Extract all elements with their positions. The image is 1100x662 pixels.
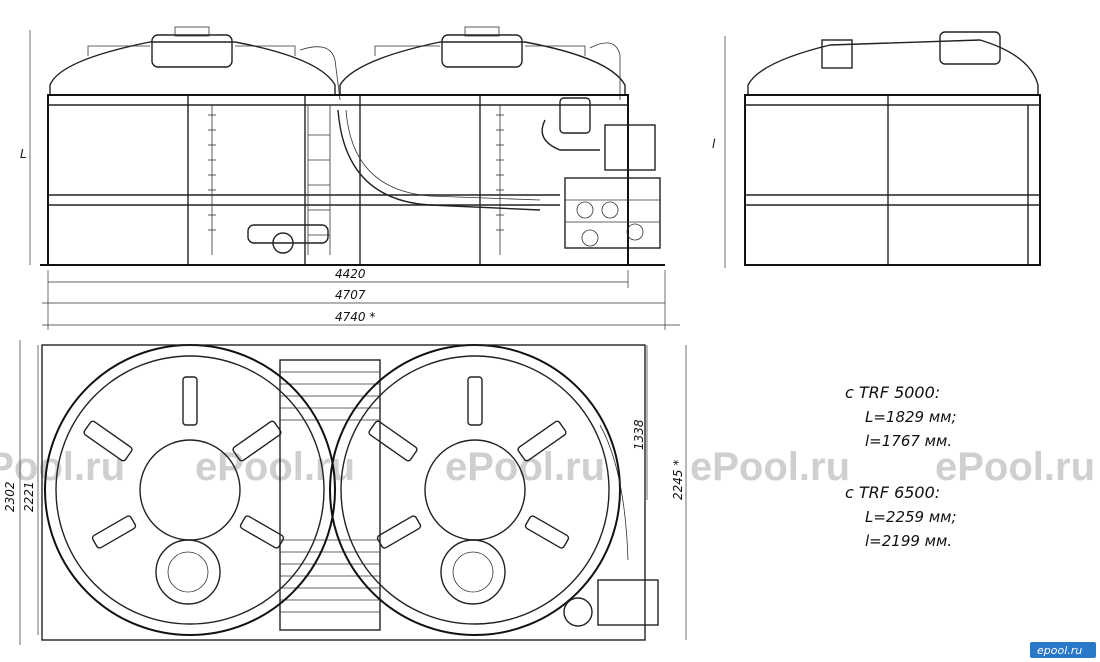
- right-tank-hatch: [441, 34, 523, 68]
- left-skimmer: [155, 539, 221, 605]
- right-tank-ribs: [368, 376, 570, 549]
- left-hatch-cap: [174, 26, 210, 37]
- plan-view: [41, 344, 659, 641]
- note-trf6500-L: L=2259 мм;: [865, 508, 957, 526]
- right-tank-dome: [339, 41, 626, 95]
- brand-badge: epool.ru: [1030, 642, 1096, 658]
- filter-unit: [559, 97, 591, 134]
- tank-body-frame: [47, 94, 629, 266]
- left-tank-rim: [55, 355, 325, 625]
- left-tank-ribs: [83, 376, 285, 549]
- left-tank-hatch-plan: [139, 439, 241, 541]
- ladder: [307, 105, 331, 255]
- model-notes: c TRF 5000: L=1829 мм; l=1767 мм. c TRF …: [845, 383, 957, 550]
- side-view: l: [712, 31, 1041, 268]
- watermark-3: ePool.ru: [445, 445, 605, 489]
- right-overflow-pipe: [589, 42, 621, 100]
- plan-outer-frame: [41, 344, 646, 641]
- note-trf5000-L: L=1829 мм;: [865, 408, 957, 426]
- dim-length-4707: 4707: [335, 288, 366, 302]
- side-hatch-left: [821, 39, 853, 69]
- filter-pipe: [541, 119, 600, 151]
- right-skimmer: [440, 539, 506, 605]
- dim-plan-2221: 2221: [22, 481, 36, 512]
- dim-height-L: L: [20, 147, 27, 161]
- watermark-row: ePool.ru ePool.ru ePool.ru ePool.ru ePoo…: [0, 445, 1095, 489]
- plan-pipe-route: [599, 424, 629, 561]
- watermark-4: ePool.ru: [690, 445, 850, 489]
- dim-length-4740: 4740 *: [335, 310, 375, 324]
- plan-pump-motor: [563, 597, 593, 627]
- left-dome-rail: [87, 45, 296, 56]
- side-frame: [744, 94, 1041, 266]
- main-pipe: [337, 109, 541, 211]
- front-view-dimensions: L 4420 4707 4740 *: [20, 30, 680, 330]
- right-tank-rim: [340, 355, 610, 625]
- left-overflow-pipe: [299, 46, 341, 101]
- watermark-1: ePool.ru: [0, 445, 125, 489]
- valve-manifold: [564, 177, 661, 249]
- note-trf5000-l: l=1767 мм.: [865, 432, 952, 450]
- note-trf6500-l: l=2199 мм.: [865, 532, 952, 550]
- right-hatch-cap: [464, 26, 500, 37]
- dim-plan-2245: 2245 *: [671, 460, 685, 500]
- side-tank-dome: [747, 39, 1039, 95]
- brand-text: epool.ru: [1037, 644, 1082, 657]
- pump-left: [247, 224, 329, 244]
- dim-height-l: l: [712, 137, 716, 151]
- front-view: [40, 26, 665, 266]
- dim-plan-1338: 1338: [632, 419, 646, 450]
- pump-motor: [272, 232, 294, 254]
- grating-lines: [280, 371, 380, 613]
- dim-length-4420: 4420: [335, 267, 366, 281]
- watermark-5: ePool.ru: [935, 445, 1095, 489]
- dim-plan-2302: 2302: [3, 481, 17, 512]
- right-dome-rail: [374, 45, 586, 56]
- note-trf6500-title: c TRF 6500:: [845, 483, 940, 502]
- plan-view-dimensions: 2302 2221 2245 * 1338: [3, 340, 687, 645]
- left-tank-dome: [49, 41, 336, 95]
- note-trf5000-title: c TRF 5000:: [845, 383, 940, 402]
- side-hatch-right: [939, 31, 1001, 65]
- brand-background: [1030, 642, 1096, 658]
- right-level-scale: [496, 105, 504, 255]
- left-level-scale: [208, 105, 216, 255]
- watermark-2: ePool.ru: [195, 445, 355, 489]
- control-box: [604, 124, 656, 171]
- left-tank-hatch: [151, 34, 233, 68]
- center-grating: [279, 359, 381, 631]
- main-pipe-inner: [345, 109, 541, 201]
- plan-pump-unit: [597, 579, 659, 626]
